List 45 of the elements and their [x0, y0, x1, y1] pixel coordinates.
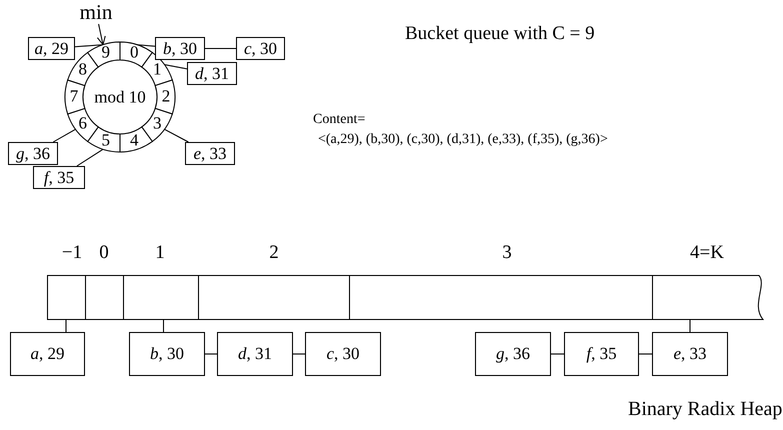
key-value-box: c, 30: [305, 332, 381, 376]
key-value-box: a, 29: [10, 332, 85, 376]
key-value-box: f, 35: [564, 332, 639, 376]
bucket-index: −1: [62, 243, 82, 264]
bucket-index: 3: [502, 243, 512, 264]
bucket-index: 1: [155, 243, 165, 264]
connector-line: [76, 148, 104, 166]
connector-line: [52, 128, 76, 142]
key-value-box: a, 29: [28, 37, 75, 60]
key-value-box: f, 35: [33, 166, 85, 189]
connector-line: [74, 44, 104, 48]
key-value-box: e, 33: [185, 142, 235, 165]
bucket-index: 4=K: [690, 243, 724, 264]
hub-label: mod 10: [94, 88, 146, 106]
slot-number: 8: [78, 60, 88, 80]
connector-line: [136, 44, 156, 47]
heading-text: Bucket queue with C = 9: [405, 24, 595, 45]
slot-number: 3: [152, 114, 162, 134]
pointer-label: min: [76, 0, 116, 24]
key-value-box: c, 30: [236, 37, 285, 60]
connector-line: [164, 64, 188, 70]
connector-line: [204, 48, 236, 49]
key-value-box: g, 36: [475, 332, 551, 376]
bucket-index: 0: [99, 243, 109, 264]
arrow: [96, 24, 106, 46]
slot-number: 7: [70, 88, 78, 106]
slot-number: 9: [102, 44, 110, 63]
slot-number: 2: [162, 88, 170, 106]
key-value-box: e, 33: [652, 332, 728, 376]
slot-number: 5: [102, 131, 110, 150]
content-label: Content=: [313, 112, 366, 128]
key-value-box: b, 30: [155, 37, 205, 60]
slot-number: 6: [78, 114, 88, 134]
connector-line: [164, 128, 189, 142]
slot-number: 1: [152, 60, 162, 80]
heading-text: Binary Radix Heap: [628, 398, 782, 420]
key-value-box: d, 31: [187, 62, 237, 85]
bucket-index: 2: [269, 243, 279, 264]
key-value-box: d, 31: [217, 332, 293, 376]
key-value-box: b, 30: [129, 332, 205, 376]
slot-number: 4: [130, 131, 138, 150]
connector-line: [163, 320, 164, 332]
content-list: <(a,29), (b,30), (c,30), (d,31), (e,33), (f,35), (g,36)>: [318, 132, 608, 148]
key-value-box: g, 36: [8, 142, 58, 165]
slot-number: 0: [130, 44, 138, 63]
